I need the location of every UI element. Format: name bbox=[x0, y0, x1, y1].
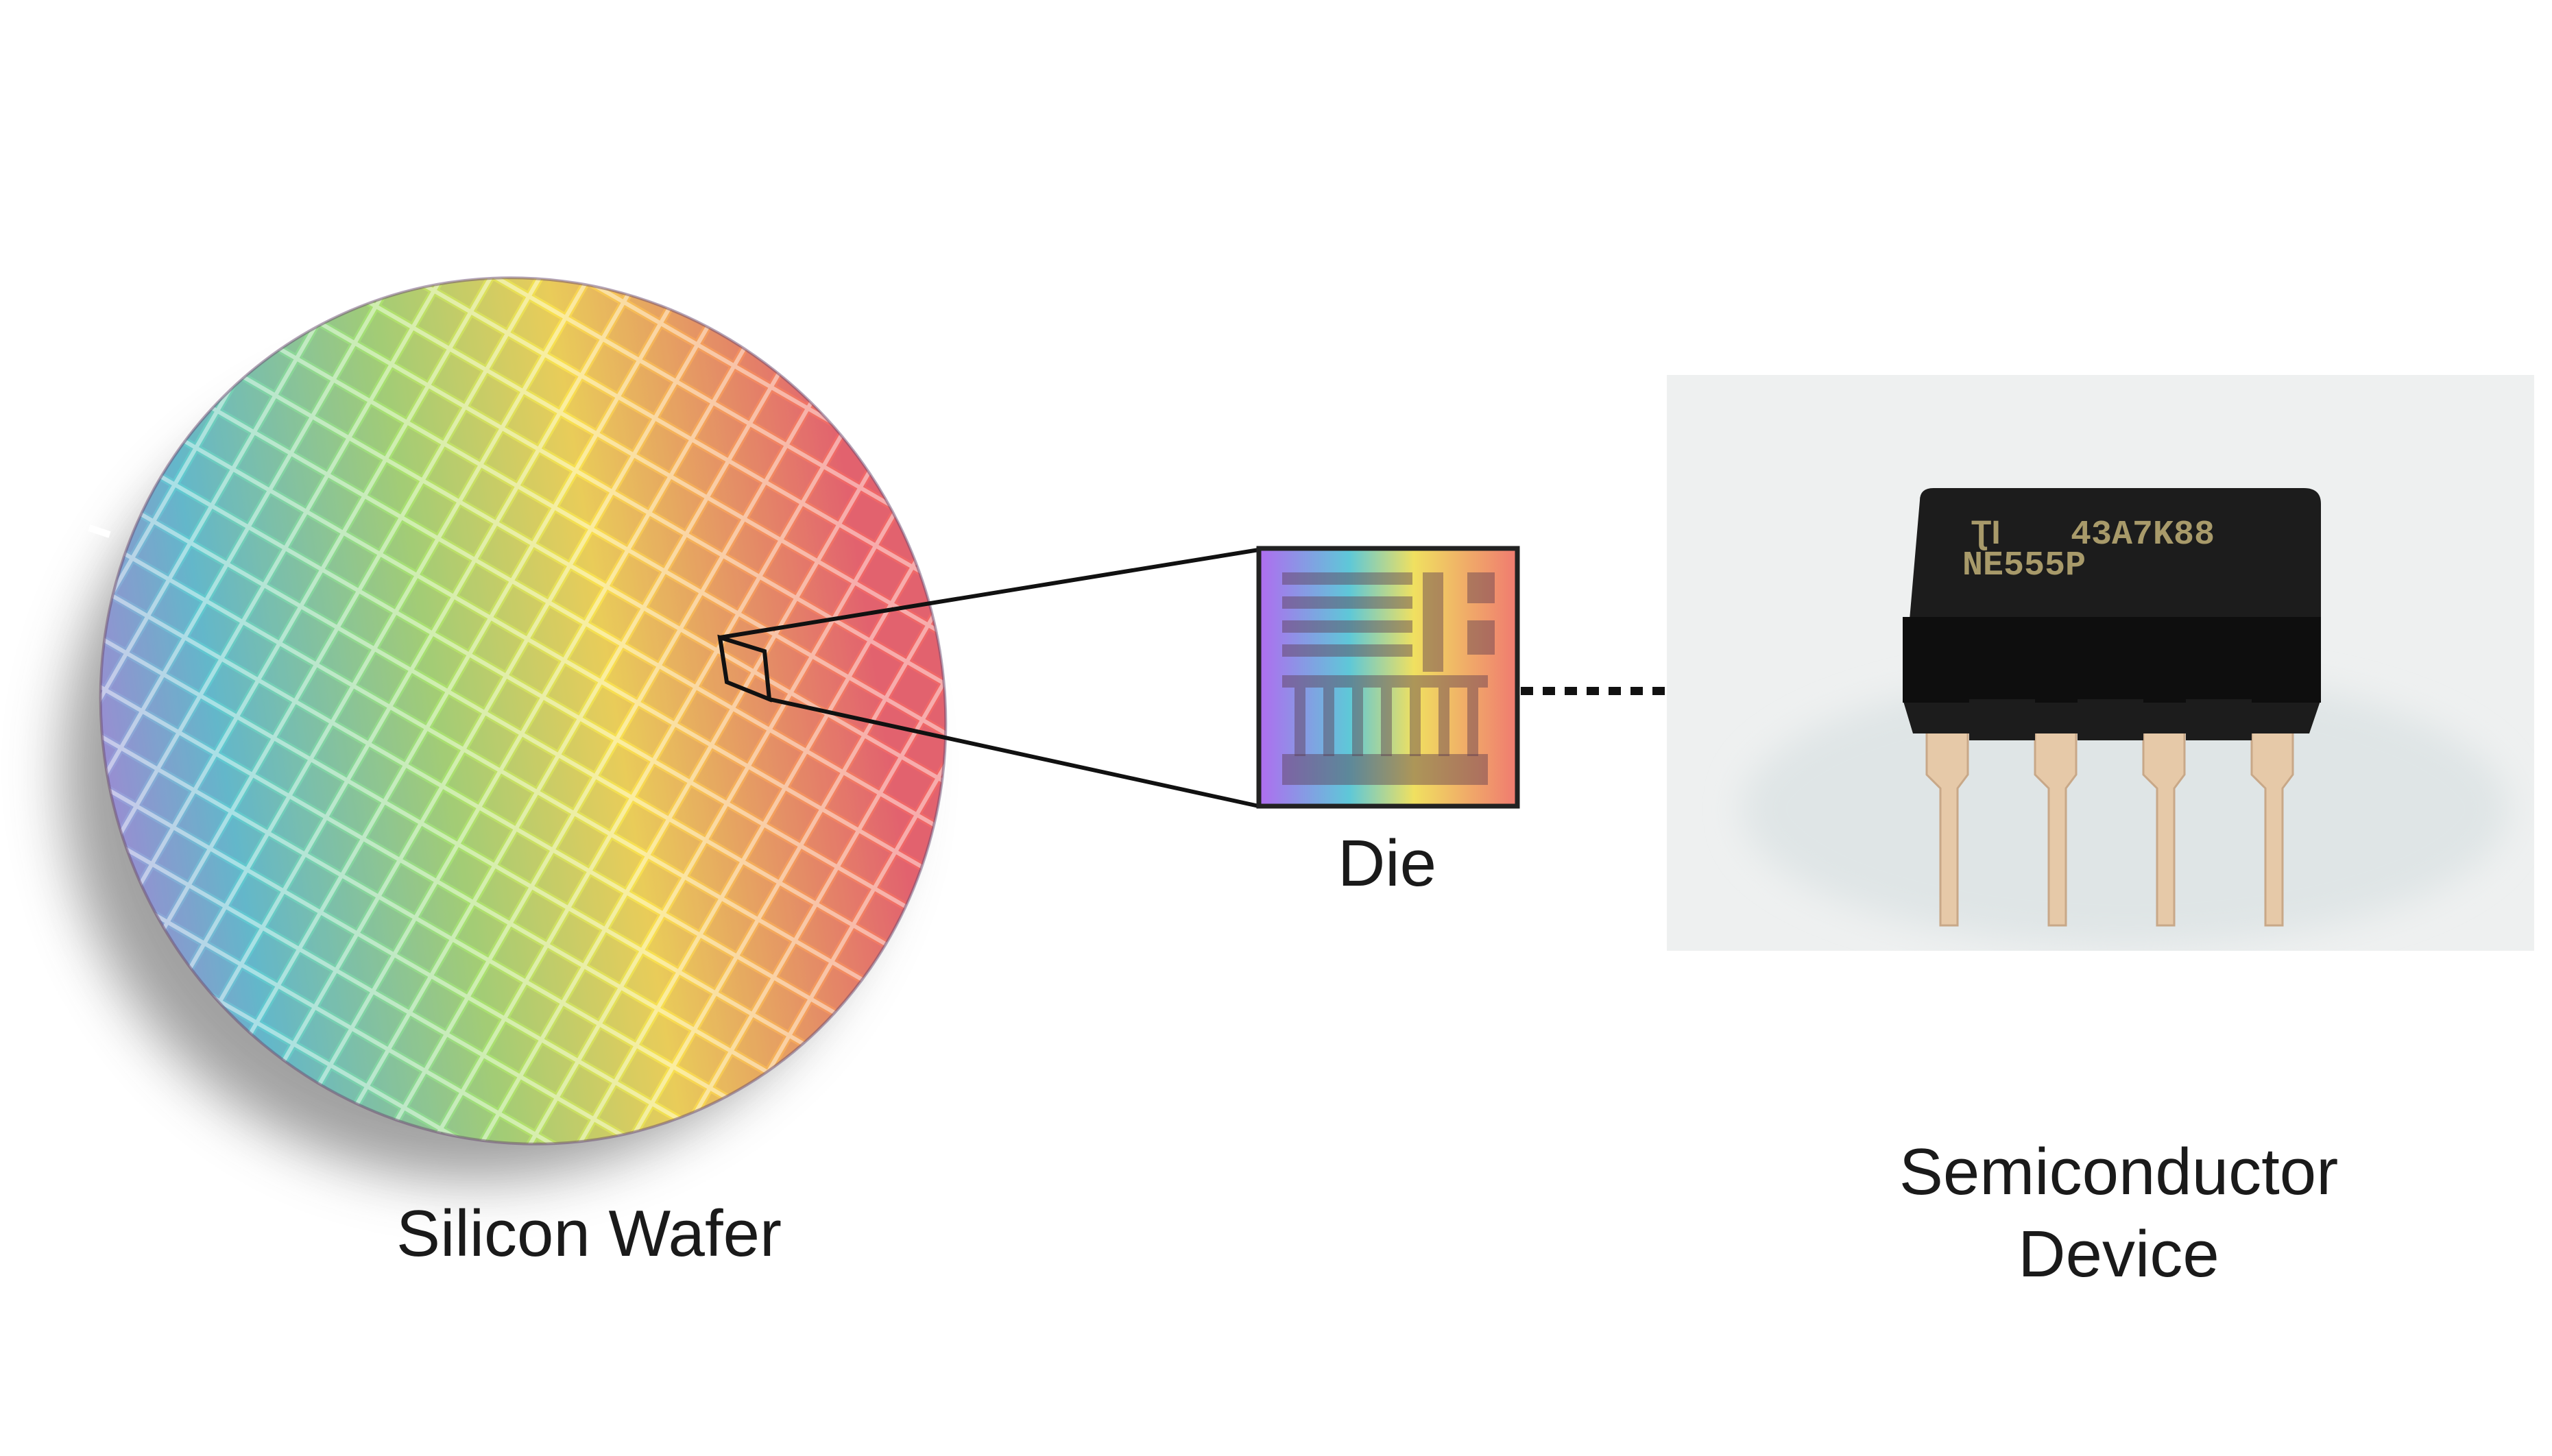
wafer-label: Silicon Wafer bbox=[396, 1197, 782, 1270]
semiconductor-device-photo: ƮI 43A7K88 NE555P bbox=[1667, 375, 2534, 951]
device-label: Semiconductor Device bbox=[1838, 1131, 2400, 1296]
zoom-callout bbox=[717, 548, 1260, 808]
die-label: Die bbox=[1337, 827, 1437, 900]
svg-text:ƮI: ƮI bbox=[1971, 515, 2001, 551]
device-label-line1: Semiconductor bbox=[1899, 1135, 2339, 1209]
chip-marking-line1: 43A7K88 bbox=[2071, 515, 2215, 555]
silicon-wafer bbox=[62, 276, 948, 1180]
chip-marking-line2: NE555P bbox=[1962, 546, 2086, 585]
die-illustration bbox=[1256, 546, 1520, 809]
device-label-line2: Device bbox=[2018, 1217, 2219, 1291]
